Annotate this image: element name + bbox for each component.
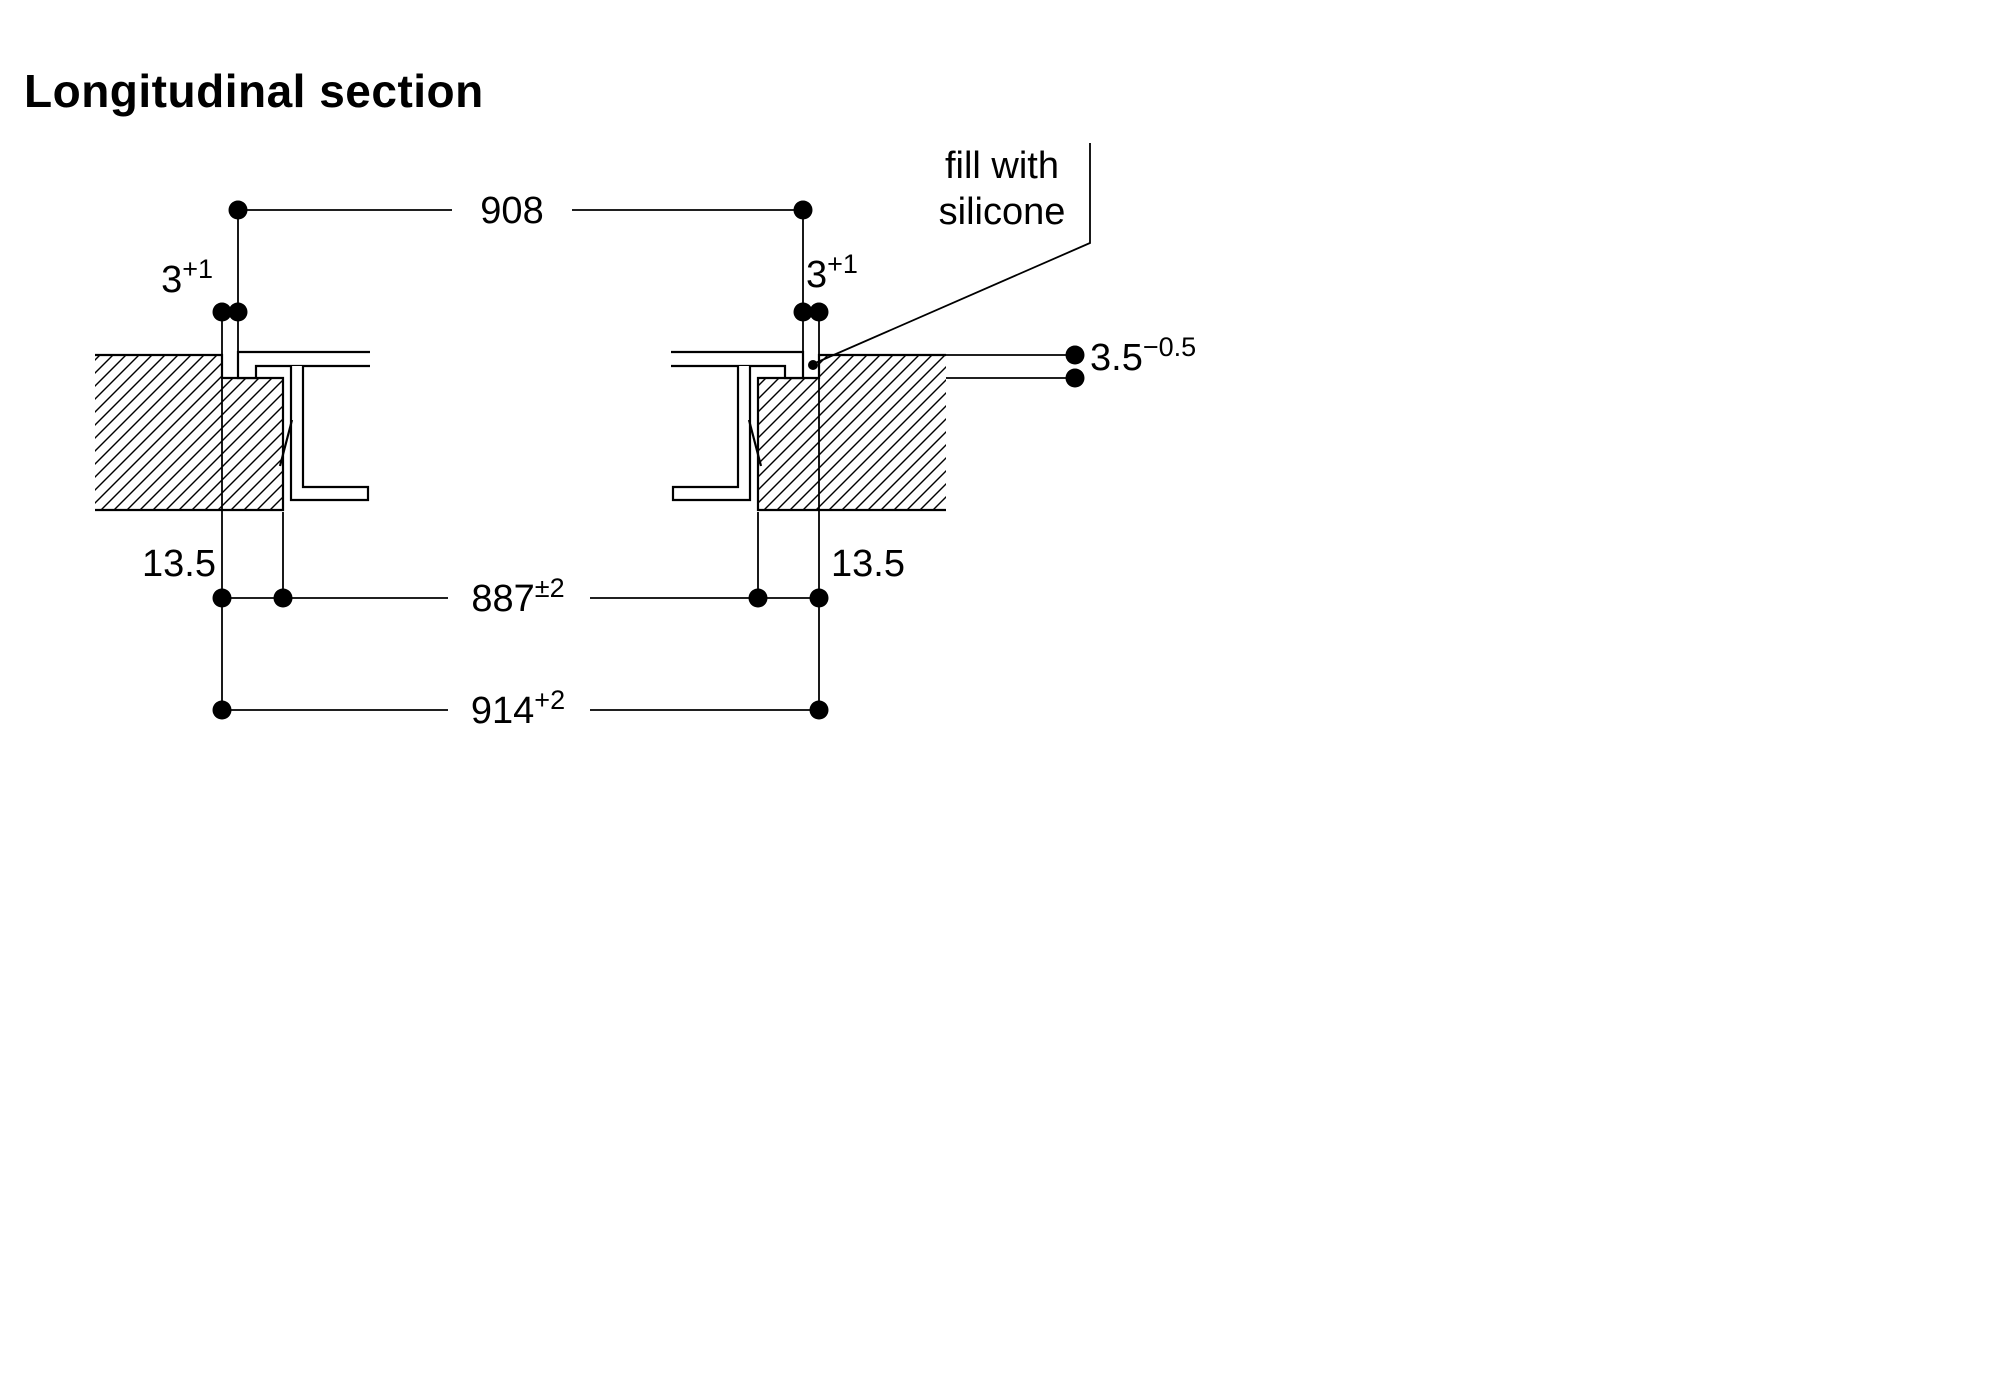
annotation-silicone: fill with silicone <box>808 143 1091 370</box>
dim-887: 887±2 13.5 13.5 <box>142 512 905 620</box>
dim-908: 908 <box>228 190 813 352</box>
dim-914-label: 914+2 <box>471 685 565 732</box>
dim-gap-right: 3+1 <box>793 249 858 710</box>
dim-ledge-right-label: 13.5 <box>831 543 905 585</box>
annotation-silicone-line2: silicone <box>939 191 1066 233</box>
countertop-hatch-right <box>758 355 946 510</box>
countertop-hatch-left <box>95 355 283 510</box>
dim-gap-right-label: 3+1 <box>806 249 858 296</box>
dim-887-label: 887±2 <box>471 573 564 620</box>
dim-ledge-left-label: 13.5 <box>142 543 216 585</box>
annotation-silicone-line1: fill with <box>945 145 1059 187</box>
dim-908-label: 908 <box>480 190 543 232</box>
dim-gap-left-label: 3+1 <box>161 254 213 301</box>
dim-rebate-depth: 3.5−0.5 <box>946 332 1196 388</box>
dim-914: 914+2 <box>212 685 829 732</box>
page-title: Longitudinal section <box>24 65 484 117</box>
dim-rebate-depth-label: 3.5−0.5 <box>1090 332 1196 379</box>
dim-gap-left: 3+1 <box>161 254 248 710</box>
